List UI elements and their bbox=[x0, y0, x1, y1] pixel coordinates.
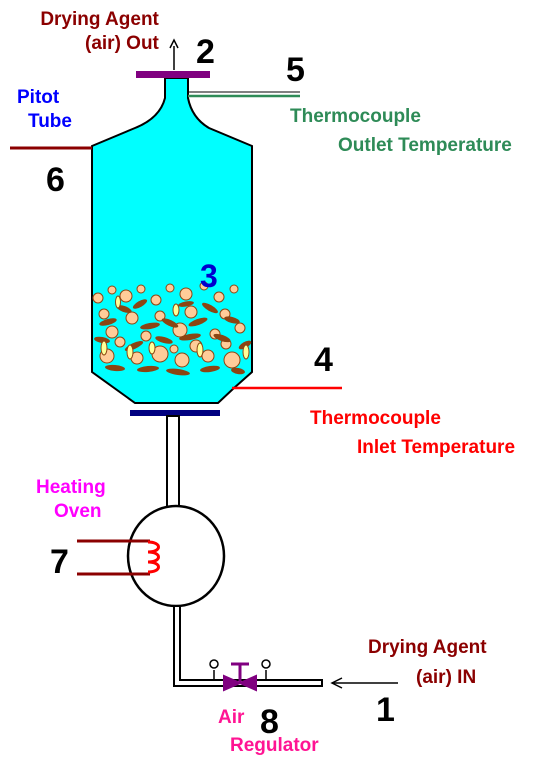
particle bbox=[94, 336, 110, 344]
particle bbox=[154, 310, 166, 322]
particle bbox=[213, 333, 231, 343]
particle bbox=[178, 301, 194, 307]
particle bbox=[172, 303, 180, 317]
particle bbox=[188, 317, 208, 327]
particle bbox=[224, 316, 240, 324]
particle bbox=[115, 295, 121, 309]
label-drying-agent-out: Drying Agent (air) Out bbox=[40, 9, 159, 54]
heating-coil-icon bbox=[147, 540, 160, 574]
number-2: 2 bbox=[196, 33, 215, 71]
number-6: 6 bbox=[46, 161, 65, 199]
particle bbox=[201, 349, 215, 363]
number-4: 4 bbox=[314, 341, 333, 379]
particle bbox=[161, 318, 179, 328]
particle-bed bbox=[92, 281, 252, 376]
particle bbox=[199, 281, 209, 291]
number-7: 7 bbox=[50, 543, 69, 581]
particle bbox=[174, 352, 190, 368]
particle bbox=[242, 344, 250, 360]
particle bbox=[169, 344, 179, 354]
particle bbox=[223, 351, 241, 369]
particle bbox=[196, 342, 204, 358]
particle bbox=[140, 330, 152, 342]
particle bbox=[200, 365, 220, 373]
particle bbox=[179, 333, 201, 341]
number-3: 3 bbox=[200, 258, 218, 294]
particle bbox=[119, 289, 133, 303]
particle bbox=[136, 284, 146, 294]
particle bbox=[114, 336, 126, 348]
top-flange bbox=[136, 71, 210, 78]
particle bbox=[231, 367, 245, 375]
particle bbox=[148, 341, 156, 355]
particle bbox=[105, 325, 119, 339]
particle bbox=[179, 287, 193, 301]
particle bbox=[166, 368, 190, 376]
particle bbox=[92, 292, 104, 304]
number-8: 8 bbox=[260, 703, 279, 741]
particle bbox=[184, 305, 198, 319]
particle bbox=[107, 285, 117, 295]
particle bbox=[126, 344, 134, 360]
particle bbox=[137, 365, 159, 373]
particle bbox=[229, 284, 239, 294]
pipe-vessel-to-oven bbox=[166, 415, 180, 509]
particle bbox=[150, 294, 162, 306]
label-pitot-tube: Pitot Tube bbox=[17, 87, 72, 132]
particle bbox=[105, 364, 125, 372]
pipe-oven-to-inlet bbox=[173, 605, 323, 687]
air-in-arrow bbox=[330, 677, 398, 689]
particle bbox=[99, 318, 117, 326]
number-1: 1 bbox=[376, 691, 395, 729]
particle bbox=[132, 299, 148, 309]
particle bbox=[98, 308, 110, 320]
air-out-arrow bbox=[169, 38, 179, 70]
label-thermocouple-outlet: Thermocouple Outlet Temperature bbox=[290, 106, 512, 156]
label-heating-oven: Heating Oven bbox=[36, 477, 106, 522]
label-thermocouple-inlet: Thermocouple Inlet Temperature bbox=[310, 408, 516, 458]
particle bbox=[165, 283, 175, 293]
particle bbox=[234, 322, 246, 334]
particle bbox=[155, 336, 173, 344]
particle bbox=[116, 305, 132, 313]
number-5: 5 bbox=[286, 51, 305, 89]
label-drying-agent-in: Drying Agent (air) IN bbox=[368, 637, 487, 688]
particle bbox=[100, 340, 108, 356]
heating-oven bbox=[77, 504, 226, 608]
particle bbox=[125, 311, 139, 325]
particle bbox=[202, 302, 218, 314]
air-regulator-valve-icon bbox=[209, 659, 271, 692]
label-air-regulator: Air Regulator bbox=[218, 707, 319, 756]
particle bbox=[140, 322, 160, 330]
thermocouple-outlet-probe bbox=[188, 91, 300, 98]
bottom-flange bbox=[130, 410, 220, 416]
particle bbox=[213, 291, 225, 303]
